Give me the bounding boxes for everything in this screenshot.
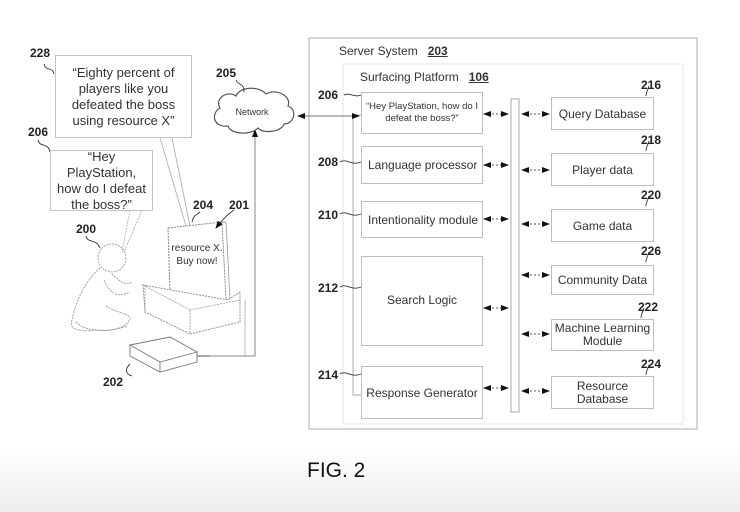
response-speech-bubble: “Eighty percent of players like you defe… <box>55 55 192 138</box>
module-label: Game data <box>572 218 633 233</box>
ref-228: 228 <box>30 46 51 60</box>
ref-222: 222 <box>638 300 659 314</box>
user-figure <box>70 243 133 332</box>
module-label: Query Database <box>558 106 647 121</box>
surfacing-platform-label: Surfacing Platform <box>360 70 459 84</box>
ref-200: 200 <box>76 222 97 236</box>
surfacing-platform-title: Surfacing Platform 106 <box>360 70 489 84</box>
module-label: Intentionality module <box>368 212 479 227</box>
response-generator-module: Response Generator <box>361 366 483 419</box>
ref-206-platform: 206 <box>318 88 339 102</box>
ref-210: 210 <box>318 208 339 222</box>
module-label: Response Generator <box>366 385 478 400</box>
module-label: Machine Learning Module <box>554 321 651 348</box>
bubble-228-tail <box>159 137 191 227</box>
module-label: Resource Database <box>576 378 629 406</box>
module-label: Language processor <box>368 158 478 172</box>
surfacing-platform-ref: 106 <box>468 70 489 84</box>
server-system-ref: 203 <box>427 44 448 58</box>
left-bus-line <box>352 114 361 396</box>
figure-caption: FIG. 2 <box>307 459 366 482</box>
bubble-text: “Hey PlayStation, how do I defeat the bo… <box>57 148 146 212</box>
module-label: Search Logic <box>386 293 458 307</box>
ref-214: 214 <box>318 368 339 382</box>
surfacing-platform-frame <box>342 63 684 425</box>
ref-206-user: 206 <box>28 125 49 139</box>
ref-208: 208 <box>318 155 339 169</box>
central-bus <box>510 98 520 413</box>
ref-205: 205 <box>216 66 237 80</box>
network-label: Network <box>235 107 269 117</box>
community-data: Community Data <box>551 265 654 295</box>
module-label: “Hey PlayStation, how do I defeat the bo… <box>366 101 478 124</box>
machine-learning-module: Machine Learning Module <box>551 319 654 351</box>
ref-204: 204 <box>193 198 214 212</box>
display-ad-text: resource X. Buy now! <box>171 243 223 267</box>
server-system-frame <box>308 37 698 430</box>
query-speech-bubble: “Hey PlayStation, how do I defeat the bo… <box>50 148 153 212</box>
ref-226: 226 <box>641 244 662 258</box>
server-system-label: Server System <box>339 44 418 58</box>
module-label: Player data <box>572 162 633 177</box>
search-logic-module: Search Logic <box>361 256 483 346</box>
ref-201: 201 <box>229 198 250 212</box>
query-database: Query Database <box>551 97 654 130</box>
ref-224: 224 <box>641 357 662 371</box>
query-input-module: “Hey PlayStation, how do I defeat the bo… <box>361 92 483 134</box>
player-data: Player data <box>551 153 654 186</box>
intentionality-module: Intentionality module <box>361 201 483 238</box>
line-console-network <box>192 129 258 357</box>
ref-212: 212 <box>318 281 339 295</box>
module-label: Community Data <box>557 273 648 287</box>
language-processor-module: Language processor <box>361 146 483 184</box>
ref-220: 220 <box>641 188 662 202</box>
resource-database: Resource Database <box>551 376 654 409</box>
game-console <box>128 336 199 373</box>
ref-216: 216 <box>641 78 662 92</box>
game-data: Game data <box>551 209 654 242</box>
ref-218: 218 <box>641 133 662 147</box>
bubble-206-tail <box>121 209 143 253</box>
server-system-title: Server System 203 <box>339 44 448 58</box>
network-cloud <box>213 87 295 134</box>
bubble-text: “Eighty percent of players like you defe… <box>71 64 176 128</box>
ref-202: 202 <box>103 375 124 389</box>
